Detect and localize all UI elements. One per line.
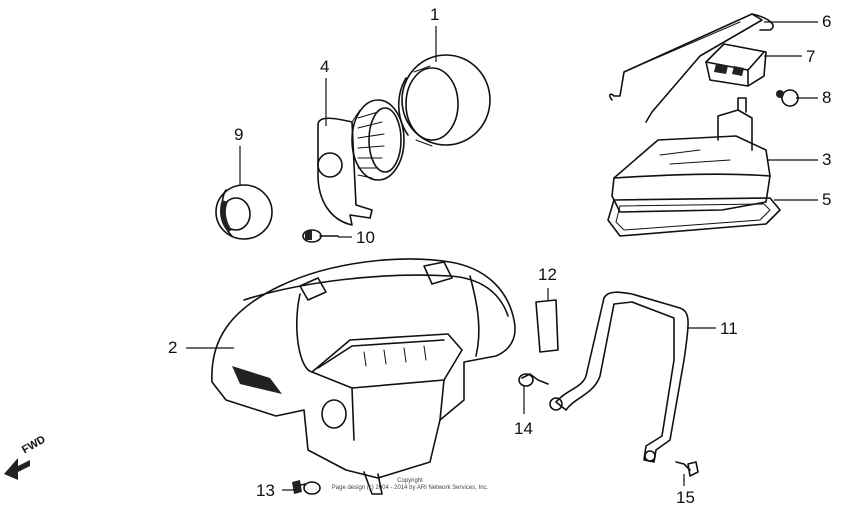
callout-4: 4 <box>320 57 330 76</box>
part-6-wire-band <box>609 13 774 123</box>
part-8-nut <box>776 89 799 107</box>
callout-13: 13 <box>256 481 275 500</box>
callout-15: 15 <box>676 488 695 507</box>
part-14-bolt <box>518 373 549 387</box>
callout-5: 5 <box>822 190 832 209</box>
callout-2: 2 <box>168 338 178 357</box>
callout-14: 14 <box>514 419 533 438</box>
callout-11: 11 <box>720 319 738 338</box>
part-15-bolt <box>675 461 699 477</box>
callout-1: 1 <box>430 5 440 24</box>
part-1-filter-element <box>397 54 491 147</box>
callout-10: 10 <box>356 228 375 247</box>
callout-3: 3 <box>822 150 832 169</box>
copyright-line-1: Copyright <box>397 478 423 484</box>
part-11-bracket <box>549 291 689 463</box>
callout-8: 8 <box>822 88 832 107</box>
callout-6: 6 <box>822 12 832 31</box>
callout-12: 12 <box>538 265 557 284</box>
copyright-notice: Copyright Page design (c) 2004 - 2014 by… <box>260 478 560 492</box>
callout-7: 7 <box>806 47 816 66</box>
leader-lines <box>186 21 818 491</box>
part-4-element-holder <box>317 99 405 226</box>
copyright-line-2: Page design (c) 2004 - 2014 by ARI Netwo… <box>331 484 489 491</box>
callout-9: 9 <box>234 125 244 144</box>
part-12-label <box>535 299 559 353</box>
part-10-screw <box>302 229 339 243</box>
part-13-bolt <box>292 480 321 495</box>
part-9-grommet <box>215 184 273 240</box>
part-3-case-cover <box>611 97 771 213</box>
part-7-rubber-mount <box>705 43 767 87</box>
fwd-arrow-icon <box>4 458 30 480</box>
part-5-gasket <box>607 197 781 237</box>
part-2-air-cleaner-case <box>211 258 516 495</box>
